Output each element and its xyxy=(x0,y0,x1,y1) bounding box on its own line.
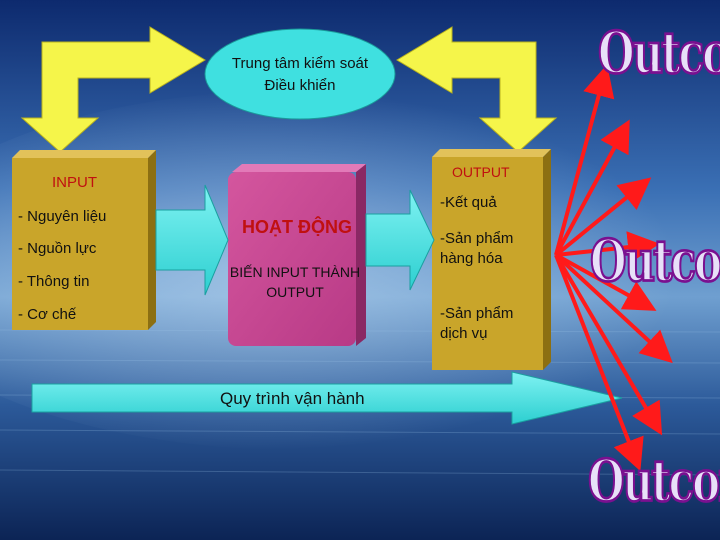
outcome-arrows xyxy=(554,64,673,472)
output-box-shape xyxy=(432,149,551,370)
outcome-label-bottom: Outcome xyxy=(587,447,720,516)
input-item-resources: - Nguồn lực xyxy=(18,240,97,257)
right-yellow-arrow xyxy=(396,26,558,153)
process-label: Quy trình vận hành xyxy=(220,389,365,408)
activity-title: HOẠT ĐỘNG xyxy=(242,217,352,237)
outcome-arrow-6 xyxy=(554,253,673,364)
outcome-arrow-7 xyxy=(554,253,663,436)
activity-to-output-arrow xyxy=(365,189,435,291)
outcome-arrow-2 xyxy=(554,119,630,256)
input-to-activity-arrow xyxy=(155,184,229,296)
output-item-services: -Sản phẩm dịch vụ xyxy=(440,305,514,342)
input-title: INPUT xyxy=(52,174,97,191)
outcome-arrow-1 xyxy=(554,64,615,256)
output-item-results: -Kết quả xyxy=(440,194,497,211)
output-item-goods: -Sản phẩm hàng hóa xyxy=(440,230,514,267)
outcome-arrow-3 xyxy=(554,177,652,257)
input-item-information: - Thông tin xyxy=(18,273,90,290)
outcome-arrow-8 xyxy=(554,254,644,472)
activity-subtitle: BIẾN INPUT THÀNH OUTPUT xyxy=(229,264,361,300)
input-item-materials: - Nguyên liệu xyxy=(18,208,107,225)
control-center-line2: Điều khiển xyxy=(264,77,336,94)
control-center-ellipse xyxy=(204,28,396,120)
output-title: OUTPUT xyxy=(452,164,510,180)
outcome-label-top: Outcome xyxy=(597,19,720,88)
control-center-line1: Trung tâm kiểm soát xyxy=(231,55,369,72)
process-arrow xyxy=(31,371,623,425)
outcome-arrow-5 xyxy=(555,253,657,311)
outcome-arrow-4 xyxy=(555,231,660,264)
input-item-mechanism: - Cơ chế xyxy=(18,306,77,323)
left-yellow-arrow xyxy=(20,26,206,153)
outcome-label-middle: Outcome xyxy=(589,227,720,296)
input-box-shape xyxy=(12,150,156,330)
activity-box-shape xyxy=(228,164,366,346)
